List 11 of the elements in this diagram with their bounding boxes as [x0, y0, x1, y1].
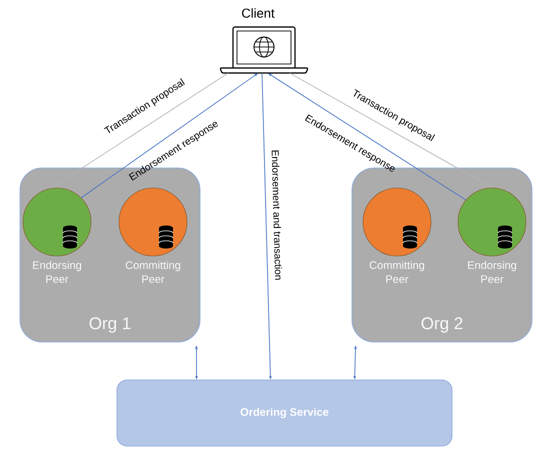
arrow	[80, 73, 258, 198]
client-label: Client	[242, 8, 274, 18]
arrow	[268, 73, 466, 200]
org-label: Org 1	[90, 317, 130, 333]
peer-label: Endorsing Peer	[33, 260, 82, 284]
peer-label: Committing Peer	[126, 260, 180, 284]
org-label: Org 2	[422, 317, 462, 333]
peer-label: Committing Peer	[370, 260, 424, 284]
edge-label: Endorsement and transaction	[272, 150, 282, 280]
service-box: Ordering Service	[116, 380, 452, 446]
peer-label: Endorsing Peer	[468, 260, 516, 284]
